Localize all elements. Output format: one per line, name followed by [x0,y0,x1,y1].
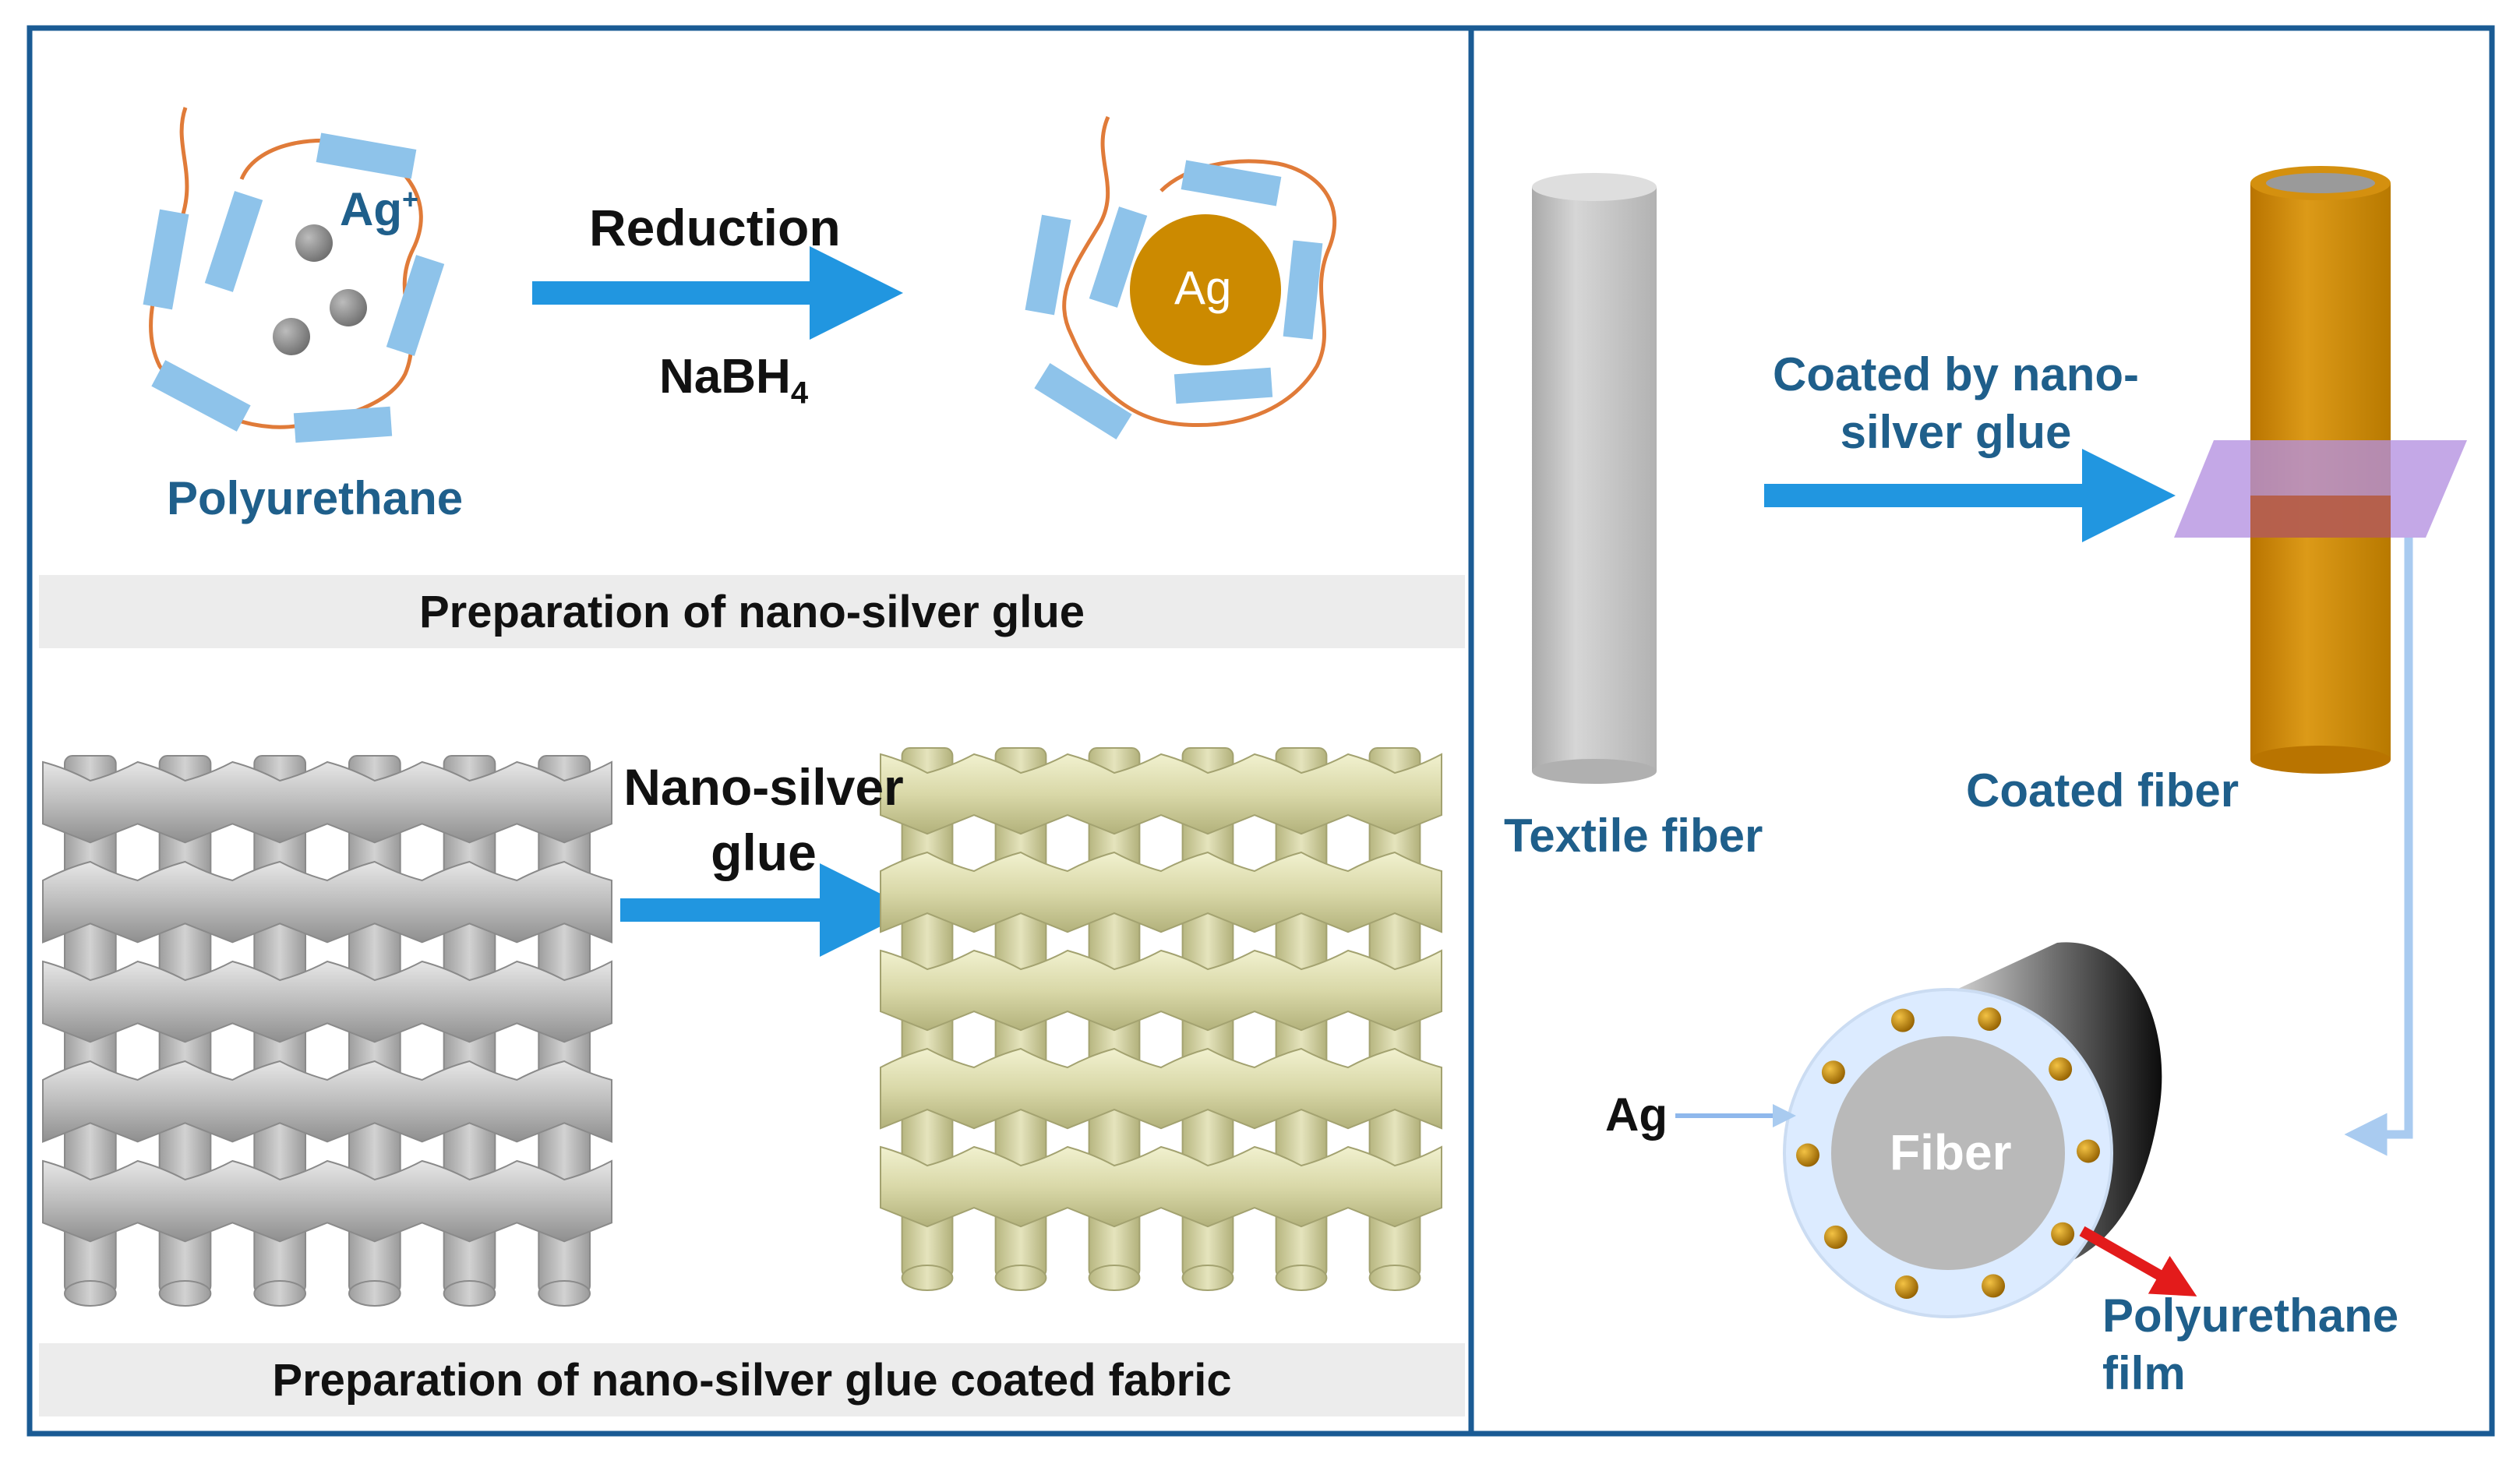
polymer-block [1181,160,1282,206]
silver-nanoparticle [1982,1274,2006,1298]
reduction-label: Reduction [589,199,841,256]
silver-nanoparticle [1894,1275,1918,1299]
weft-thread [880,753,1442,835]
warp-thread-end [1275,1265,1328,1291]
ag-label: Ag [1605,1088,1668,1141]
polymer-ion-complex [143,107,445,443]
textile-fiber-label: Textile fiber [1504,810,1763,862]
silver-particle-label: Ag [1174,262,1232,314]
weft-thread [42,1159,612,1243]
banner-coated-fabric: Preparation of nano-silver glue coated f… [39,1343,1465,1416]
warp-thread-end [1368,1265,1421,1291]
textile-fiber [1532,173,1657,784]
polyurethane-label: Polyurethane [167,472,464,524]
cross-section-band [2250,496,2391,538]
warp-thread-end [253,1280,307,1307]
silver-nanoparticle [1821,1060,1845,1085]
warp-thread-end [901,1265,954,1291]
silver-nanoparticle [2049,1057,2073,1081]
polymer-block [1089,206,1148,308]
fiber-core-label: Fiber [1890,1124,2012,1180]
polyurethane-film-label: Polyurethane film [2102,1289,2399,1399]
warp-thread-end [538,1280,591,1307]
silver-nanoparticle [2051,1222,2075,1246]
silver-ion [330,289,367,326]
warp-thread-end [443,1280,496,1307]
reagent-label: NaBH4 [659,350,809,411]
weft-thread [880,851,1442,933]
polymer-chain [1062,115,1337,428]
coated-fabric [880,747,1442,1291]
polymer-block [204,191,263,292]
silver-nanoparticle [1796,1143,1820,1167]
weft-thread [42,760,612,844]
cross-section-plane [2174,440,2467,538]
banner-nano-silver-glue: Preparation of nano-silver glue [39,575,1465,648]
weft-thread [42,960,612,1043]
silver-nanoparticle [1823,1225,1848,1249]
callout-arrow [2344,538,2413,1156]
weft-thread [880,1047,1442,1130]
silver-ion [295,224,333,262]
silver-nanoparticle [1890,1008,1915,1032]
warp-thread-end [1181,1265,1234,1291]
weft-thread [880,1145,1442,1228]
warp-thread-end [348,1280,401,1307]
outer-frame [26,25,2495,1437]
silver-ion [273,318,310,355]
fiber-cross-section [1783,942,2162,1318]
polymer-block [143,209,189,310]
silver-nanoparticle [2076,1139,2100,1163]
silver-particle [1130,214,1281,365]
silver-nanoparticles [1796,1007,2100,1299]
film-pointer-arrow [2079,1226,2197,1296]
polymer-block [1034,363,1132,439]
polymer-block [293,406,393,443]
warp-thread-end [1088,1265,1141,1291]
warp-thread-end [994,1265,1047,1291]
coated-fiber-label: Coated fiber [1966,764,2239,817]
polymer-particle-complex [1025,115,1337,439]
polymer-block [1283,240,1323,340]
gray-fabric [42,755,612,1307]
polymer-block [316,132,417,179]
weft-thread [42,1060,612,1143]
polymer-block [1025,214,1071,316]
glue-arrow-label: Nano-silver glue [623,758,904,881]
weft-thread [880,949,1442,1032]
coating-label: Coated by nano- silver glue [1772,348,2139,458]
polymer-block [386,255,445,356]
polymer-block [1174,367,1273,404]
warp-thread-end [63,1280,117,1307]
fiber-core [1831,1036,2065,1270]
silver-nanoparticle [1978,1007,2002,1032]
warp-thread-end [158,1280,212,1307]
weft-thread [42,860,612,944]
silver-ion-label: Ag+ [340,183,419,235]
polymer-block [151,360,251,432]
